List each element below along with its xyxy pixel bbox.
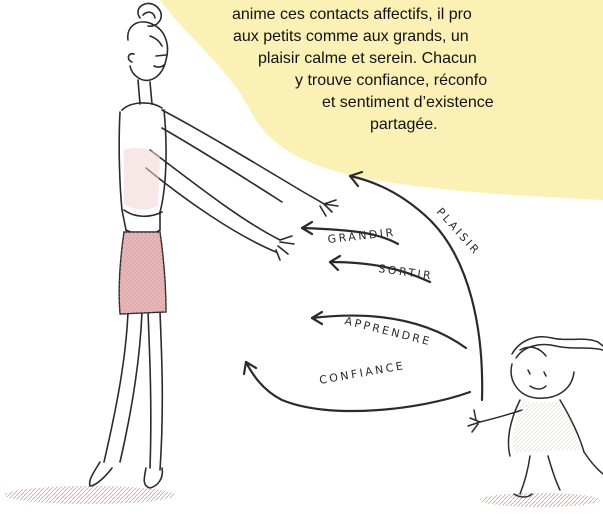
caption-line-5: et sentiment d’existence	[322, 94, 494, 111]
ground-shadow-left	[5, 486, 175, 504]
ground-shadow-right	[480, 493, 600, 507]
arrowhead-sortir	[328, 254, 342, 272]
label-sortir: SORTIR	[378, 262, 434, 283]
woman-top-wash	[124, 148, 160, 210]
arrowhead-confiance	[242, 360, 258, 376]
caption-line-6: partagée.	[370, 116, 438, 133]
caption-line-4: y trouve confiance, réconfo	[295, 72, 488, 89]
arrow-confiance	[244, 360, 472, 413]
arrows	[242, 170, 484, 413]
arrow-grandir	[300, 226, 400, 246]
arrowhead-grandir	[300, 220, 314, 236]
label-confiance: CONFIANCE	[318, 359, 406, 387]
caption-background-blob	[160, 0, 603, 200]
skirt-hatch	[119, 232, 166, 314]
arrow-apprendre	[310, 314, 468, 350]
label-apprendre: APPRENDRE	[343, 314, 433, 348]
woman-figure	[88, 2, 339, 489]
arrowhead-plaisir	[348, 170, 364, 188]
arrow-plaisir	[348, 174, 484, 402]
arrow-sortir	[328, 260, 432, 284]
child-body-hatch	[513, 402, 580, 452]
caption-line-1: anime ces contacts affectifs, il pro	[232, 6, 472, 23]
caption-line-2: aux petits comme aux grands, un	[233, 28, 469, 45]
arrowhead-apprendre	[310, 310, 324, 326]
caption-line-3: plaisir calme et serein. Chacun	[258, 50, 477, 67]
child-figure	[467, 336, 603, 498]
